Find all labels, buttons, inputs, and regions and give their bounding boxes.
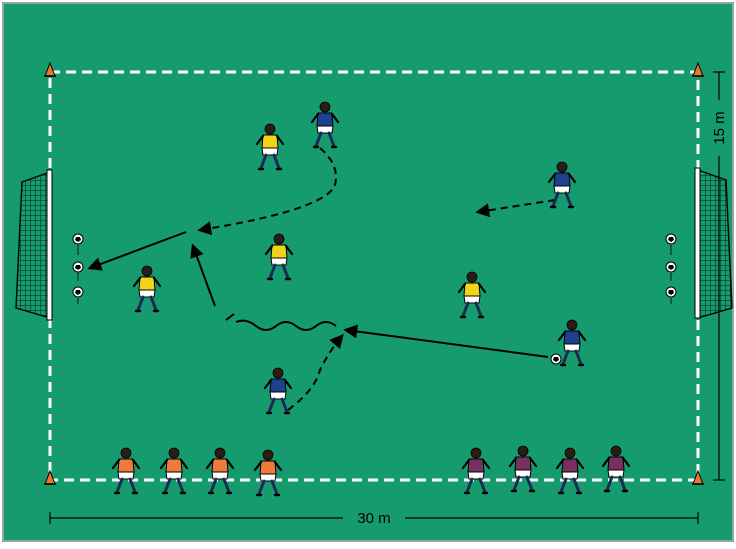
- length-label: 30 m: [357, 510, 390, 527]
- right-goal-icon: [695, 168, 732, 318]
- width-label: 15 m: [711, 111, 728, 144]
- ball-icon: [551, 354, 561, 364]
- left-goal-icon: [16, 170, 52, 320]
